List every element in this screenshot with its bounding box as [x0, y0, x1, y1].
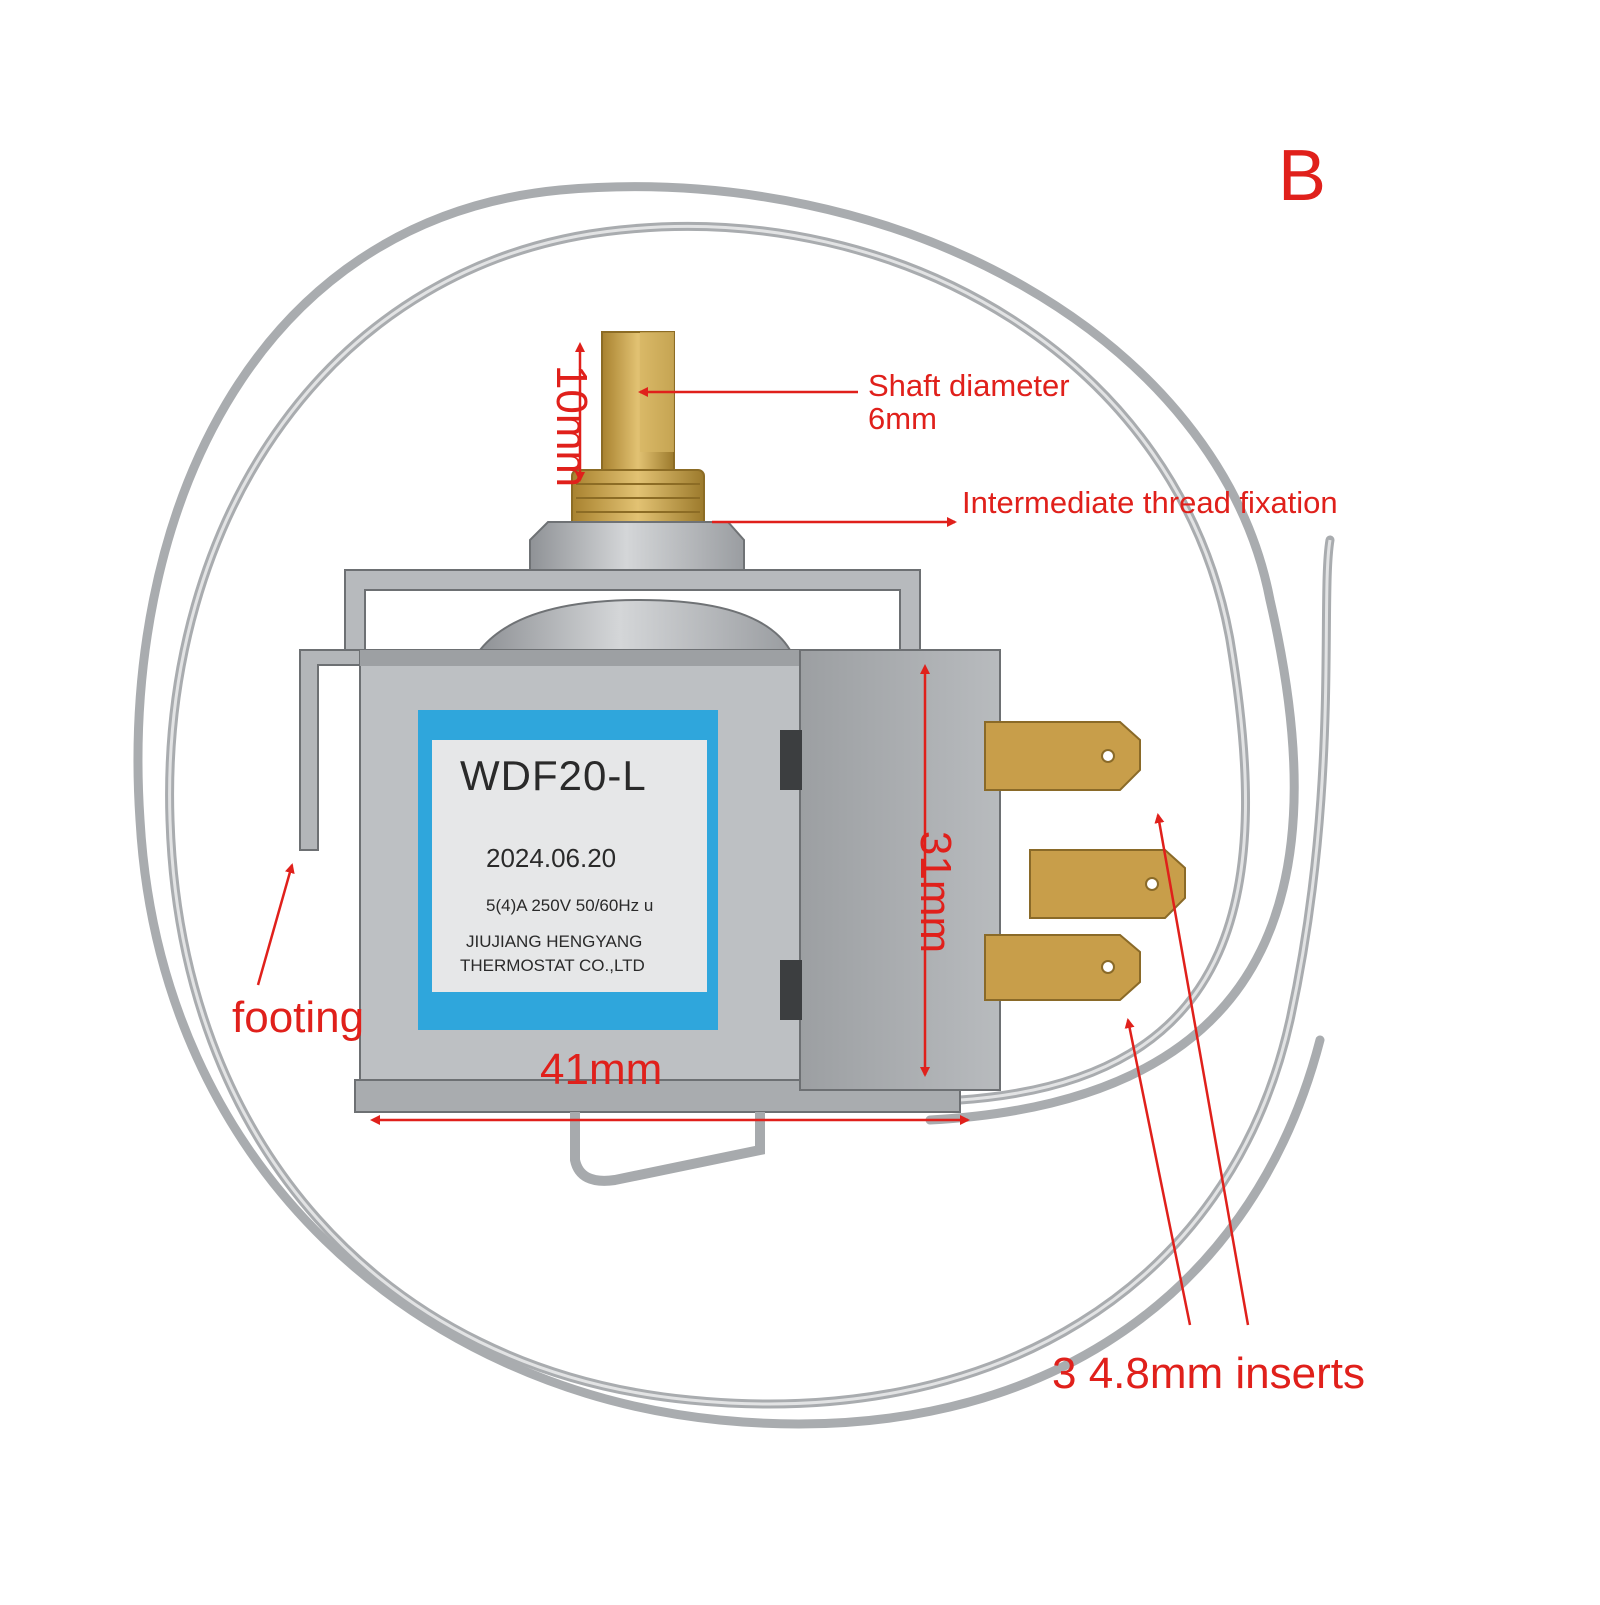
footing-tab — [299, 649, 361, 851]
height-label: 31mm — [911, 830, 960, 954]
electrical-rating: 5(4)A 250V 50/60Hz u — [486, 896, 654, 915]
terminals — [984, 721, 1186, 1001]
hex-nut — [529, 521, 745, 571]
manufacture-date: 2024.06.20 — [486, 843, 617, 873]
shaft-diameter-label: Shaft diameter 6mm — [868, 368, 1070, 436]
terminal-housing — [799, 649, 1001, 1091]
variant-label: B — [1278, 136, 1327, 216]
thread-collar — [571, 469, 705, 531]
footing-arrow — [256, 863, 295, 986]
width-label: 41mm — [540, 1045, 663, 1094]
manufacturer-line-1: JIUJIANG HENGYANG — [466, 932, 643, 951]
shaft-length-label: 10mm — [547, 364, 596, 488]
model-number: WDF20-L — [460, 752, 647, 799]
capillary-tube-highlight — [168, 225, 1332, 1406]
thread-fixation-label: Intermediate thread fixation — [962, 485, 1338, 520]
terminal-holes — [1101, 749, 1159, 974]
inserts-label: 3 4.8mm inserts — [1052, 1349, 1365, 1398]
nameplate-face — [432, 740, 707, 992]
insert-arrow-2 — [1124, 1018, 1192, 1326]
annotation-arrows — [256, 342, 1250, 1326]
footing-label: footing — [232, 993, 365, 1042]
diaphragm-dome — [477, 598, 792, 651]
insert-arrow-1 — [1154, 813, 1250, 1326]
body-shadow — [360, 650, 810, 666]
bottom-bend — [570, 1112, 765, 1186]
manufacturer-line-2: THERMOSTAT CO.,LTD — [460, 956, 645, 975]
